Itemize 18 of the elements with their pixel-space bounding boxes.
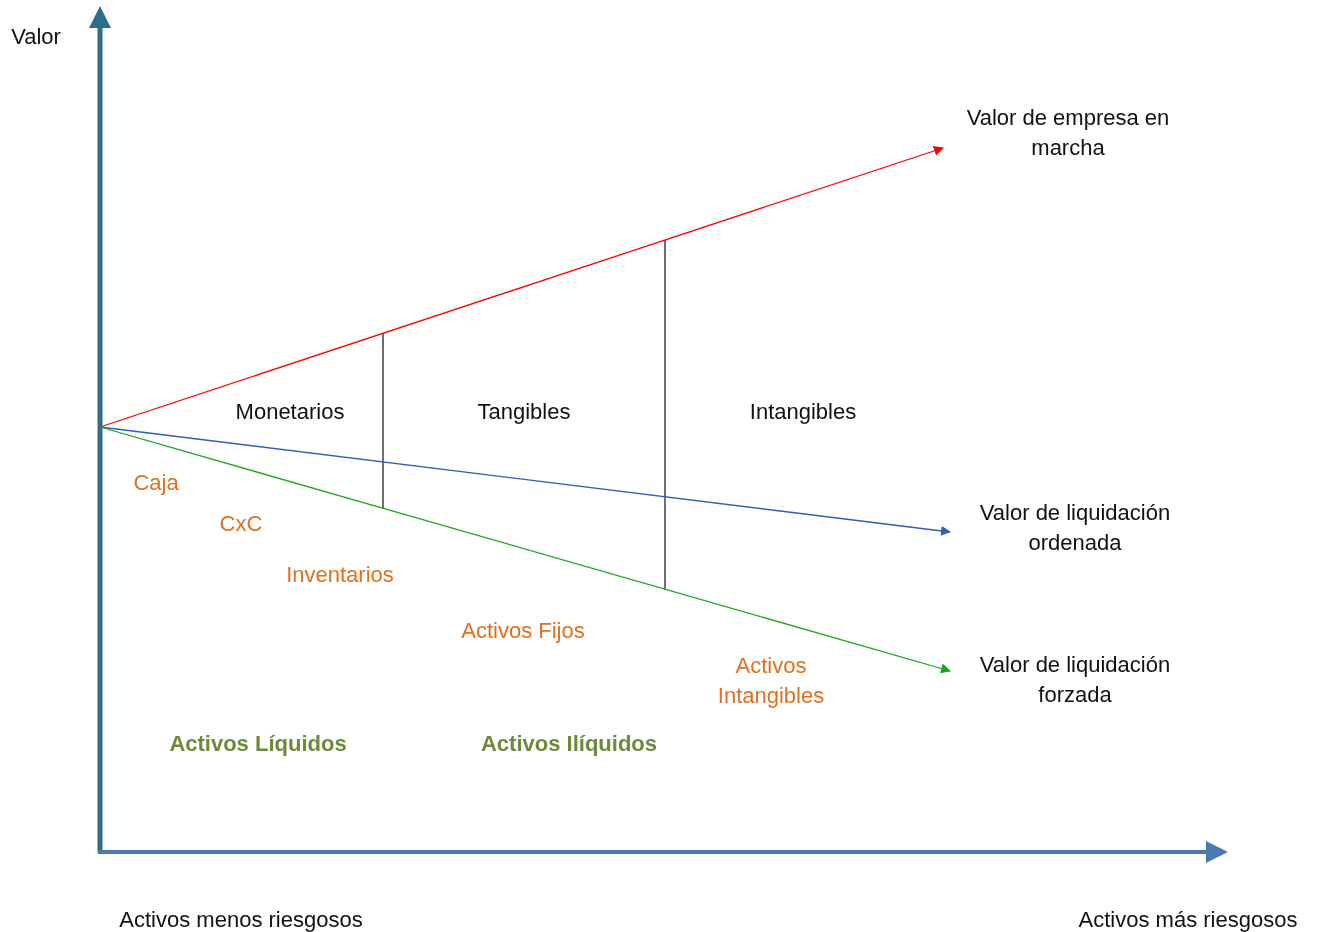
asset-label: Activos Intangibles bbox=[716, 652, 826, 710]
asset-label: CxC bbox=[219, 510, 263, 538]
asset-label: Activos Fijos bbox=[461, 617, 585, 645]
axis-label: Valor bbox=[11, 23, 61, 51]
category-label: Intangibles bbox=[749, 398, 857, 426]
value-label: Valor de liquidación ordenada bbox=[950, 498, 1200, 558]
value-label: Valor de empresa en marcha bbox=[943, 103, 1193, 163]
asset-label: Caja bbox=[133, 469, 179, 497]
arrow bbox=[99, 146, 944, 428]
category-label: Monetarios bbox=[235, 398, 345, 426]
asset-label: Inventarios bbox=[286, 561, 394, 589]
group-label: Activos Ilíquidos bbox=[481, 730, 657, 758]
value-label: Valor de liquidación forzada bbox=[950, 650, 1200, 710]
axis-label: Activos más riesgosos bbox=[1078, 906, 1298, 932]
arrow bbox=[99, 426, 951, 674]
category-label: Tangibles bbox=[477, 398, 571, 426]
axis-label: Activos menos riesgosos bbox=[119, 906, 363, 932]
group-label: Activos Líquidos bbox=[169, 730, 347, 758]
